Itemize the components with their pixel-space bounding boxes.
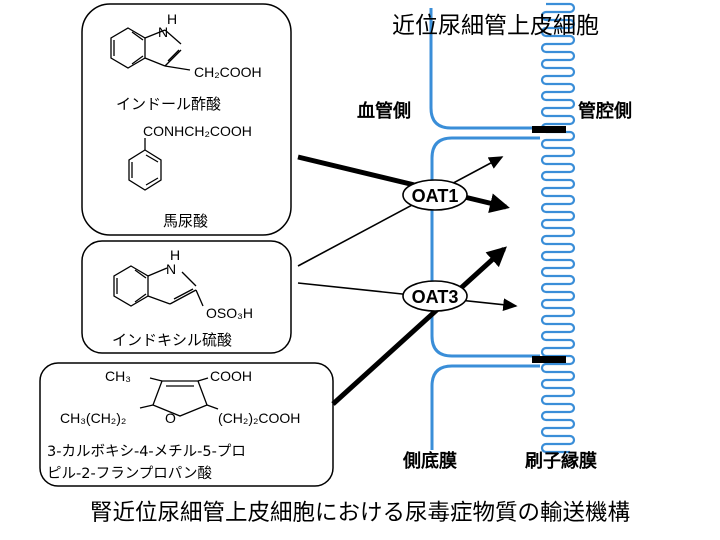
indoleacetic-nh-label: H: [167, 11, 177, 27]
compound-box-cmpf: [39, 362, 334, 487]
oat1-transporter: [402, 179, 468, 211]
indoxyl-substituent: OSO₃H: [206, 305, 253, 321]
compound-box-indoxyl: [81, 240, 292, 354]
cmpf-name-line2: ピル-2-フランプロパン酸: [47, 465, 212, 482]
arrow-hippuric-to-lumen: [297, 154, 510, 213]
basolateral-membrane-lower: [430, 364, 540, 450]
basolateral-membrane-label: 側底膜: [402, 450, 457, 472]
hippuric-acid-name: 馬尿酸: [163, 212, 208, 230]
brush-border-membrane: [540, 2, 576, 454]
blood-side-label: 血管側: [357, 100, 411, 122]
cmpf-oxygen: O: [165, 410, 176, 426]
indoxyl-n-label: N: [166, 261, 176, 277]
basolateral-membrane-main: [430, 136, 540, 358]
indoleacetic-n-label: N: [158, 24, 168, 40]
cmpf-propyl: CH₃(CH₂)₂: [60, 410, 126, 426]
compound-box-top: [81, 3, 292, 236]
arrow-indoxyl-via-oat1: [297, 156, 504, 267]
lumen-side-label: 管腔側: [578, 100, 632, 122]
indoleacetic-acid-name: インドール酢酸: [116, 95, 221, 113]
indoxyl-nh-label: H: [170, 247, 180, 263]
oat3-label: OAT3: [412, 287, 459, 307]
arrow-cmpf-to-lumen: [331, 246, 507, 406]
cmpf-propanoic: (CH₂)₂COOH: [218, 410, 300, 426]
oat3-transporter: [402, 280, 468, 312]
figure-caption: 腎近位尿細管上皮細胞における尿毒症物質の輸送機構: [90, 500, 630, 526]
indoxyl-sulfate-structure: [113, 265, 204, 307]
tight-junction-upper: [532, 126, 566, 133]
oat1-label: OAT1: [412, 186, 459, 206]
cmpf-name-line1: 3-カルボキシ-4-メチル-5-プロ: [47, 443, 246, 460]
basolateral-membrane-upper: [429, 8, 540, 130]
cmpf-structure: [139, 377, 219, 417]
tight-junction-lower: [532, 356, 566, 363]
cell-title: 近位尿細管上皮細胞: [392, 13, 599, 39]
cmpf-carboxyl: COOH: [210, 368, 252, 384]
hippuric-acid-structure: [128, 138, 162, 191]
cmpf-methyl: CH₃: [105, 368, 131, 384]
indoleacetic-acid-structure: [110, 27, 191, 71]
hippuric-substituent: CONHCH₂COOH: [143, 123, 252, 139]
indoxyl-sulfate-name: インドキシル硫酸: [112, 331, 232, 349]
indoleacetic-substituent: CH₂COOH: [194, 64, 262, 80]
brush-border-membrane-label: 刷子縁膜: [525, 450, 597, 472]
